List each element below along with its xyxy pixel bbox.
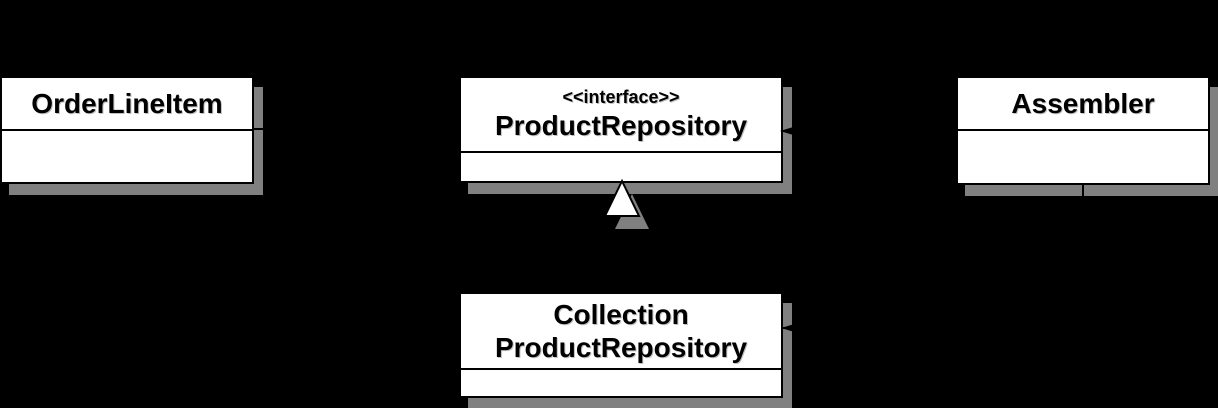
name-compartment: Collection ProductRepository xyxy=(461,294,781,368)
name-compartment: Assembler xyxy=(958,78,1208,129)
stereotype-label: <<interface>> xyxy=(562,86,680,107)
class-box-order-line-item: OrderLineItem xyxy=(0,76,254,184)
class-box-assembler: Assembler xyxy=(956,76,1210,185)
hollow-triangle-arrowhead-icon xyxy=(603,178,641,217)
attributes-compartment-empty xyxy=(2,129,252,182)
class-box-product-repository: <<interface>> ProductRepository xyxy=(459,76,783,183)
attributes-compartment-empty xyxy=(461,368,781,396)
attributes-compartment-empty xyxy=(461,151,781,181)
class-name-collection-line-2: ProductRepository xyxy=(494,332,748,363)
attributes-compartment-empty xyxy=(958,129,1208,183)
filled-arrowhead-icon xyxy=(781,322,801,334)
class-name-order-line-item: OrderLineItem xyxy=(31,88,223,119)
name-compartment: OrderLineItem xyxy=(2,78,252,129)
class-name-product-repository: ProductRepository xyxy=(494,109,748,141)
triangle-shadow xyxy=(615,194,649,229)
association-line-assembler-collectionproductrepository xyxy=(783,185,1084,329)
class-name-assembler: Assembler xyxy=(1011,88,1155,119)
class-box-collection-product-repository: Collection ProductRepository xyxy=(459,292,783,398)
name-compartment: <<interface>> ProductRepository xyxy=(461,78,781,151)
filled-arrowhead-icon xyxy=(780,125,800,137)
class-name-collection-line-1: Collection xyxy=(553,299,689,330)
